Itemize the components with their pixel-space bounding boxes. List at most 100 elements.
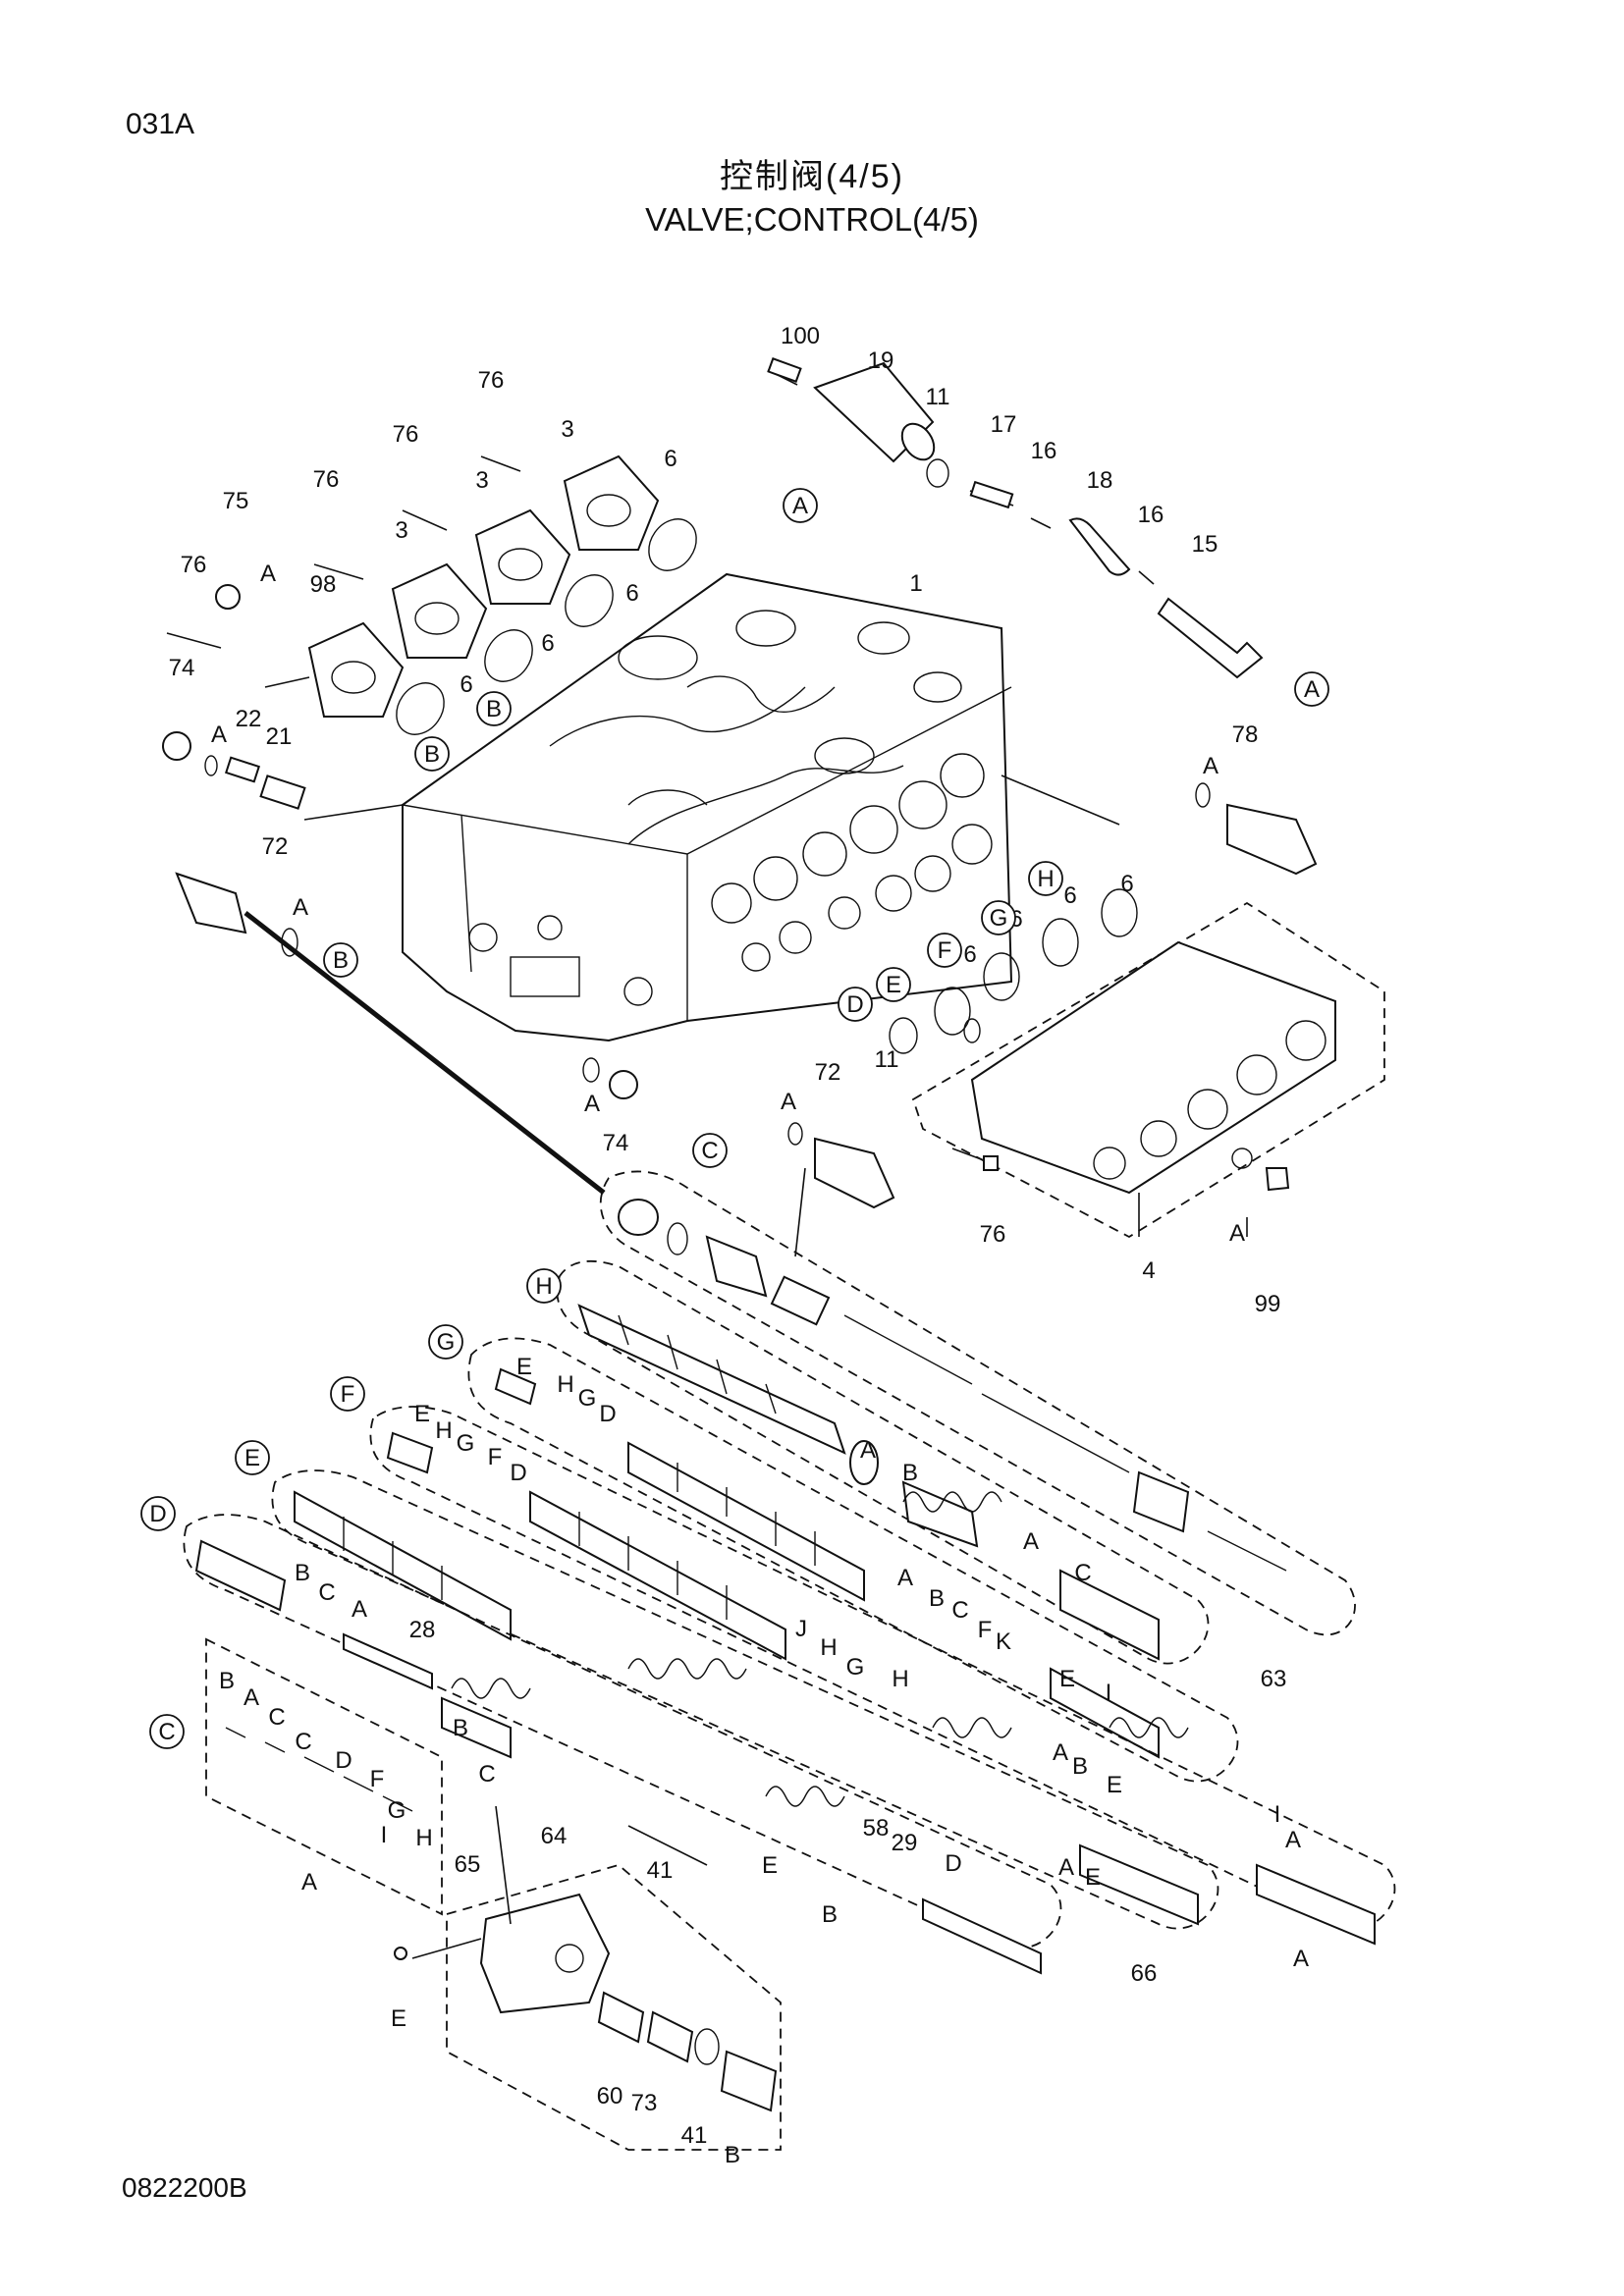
part-label: B [902,1460,918,1486]
part-label: H [435,1417,452,1444]
part-label: D [335,1747,352,1774]
part-label: F [978,1617,993,1643]
part-label: 66 [1131,1960,1158,1987]
reference-callout: F [927,933,962,968]
part-label: A [1023,1528,1039,1555]
reference-callout: B [323,942,358,978]
spool-group-G [467,1337,1239,1783]
part-label: 11 [875,1046,899,1073]
part-label: 63 [1261,1666,1287,1692]
part-label: 18 [1087,467,1113,494]
callout-letter: G [990,905,1008,932]
lower-assembly-60 [394,1805,782,2151]
part-label: A [301,1869,317,1896]
part-label: I [1106,1680,1112,1706]
part-label: 1 [909,570,922,597]
part-label: 4 [1142,1257,1155,1284]
reference-callout: D [140,1496,176,1531]
part-label: 72 [262,833,289,860]
callout-letter: A [792,493,808,519]
part-label: H [415,1825,432,1851]
part-label: 6 [963,941,976,968]
reference-callout: B [476,691,512,726]
part-label: 75 [223,488,249,514]
callout-letter: H [1037,866,1054,892]
part-label: K [996,1629,1011,1655]
part-label: A [1058,1854,1074,1881]
part-label: E [1085,1864,1101,1891]
reference-callout: G [981,900,1016,935]
part-label: E [414,1401,430,1427]
part-label: 64 [541,1823,568,1849]
port-covers [166,454,697,735]
part-label: C [318,1579,335,1606]
spool-group-F [369,1406,1396,1946]
part-label: B [929,1585,945,1612]
page-title: VALVE;CONTROL(4/5) [645,201,979,238]
spool-group-E [271,1469,1219,1930]
part-label: 6 [1120,871,1133,897]
part-label: A [1229,1220,1245,1247]
reference-callout: C [692,1133,728,1168]
part-label: I [1274,1801,1281,1828]
part-label: 58 [863,1815,890,1842]
callout-letter: F [938,937,952,964]
part-label: 76 [181,552,207,578]
part-label: C [478,1761,495,1788]
part-label: 41 [647,1857,674,1884]
part-label: A [1203,753,1218,779]
part-label: G [846,1654,865,1681]
part-label: C [951,1597,968,1624]
part-label: 22 [236,706,262,732]
part-label: A [781,1089,796,1115]
part-label: 21 [266,723,293,750]
callout-letter: E [244,1445,260,1471]
part-label: E [391,2005,406,2032]
part-label: B [453,1715,468,1741]
part-label: 76 [980,1221,1006,1248]
part-label: B [1072,1753,1088,1780]
part-label: 3 [475,467,488,494]
part-label: 74 [603,1130,629,1156]
cover-block-4 [911,901,1385,1239]
part-label: 72 [815,1059,841,1086]
part-label: D [510,1460,526,1486]
part-label: 76 [313,466,340,493]
part-label: 6 [664,446,677,472]
reference-callout: A [783,488,818,523]
part-label: 3 [561,416,573,443]
right-seals [889,888,1138,1054]
part-label: 74 [169,655,195,681]
part-label: 6 [460,671,472,698]
part-label: C [1074,1560,1091,1586]
page-code: 031A [126,108,195,140]
part-label: A [293,894,308,921]
part-label: G [388,1797,406,1824]
part-label: D [599,1401,616,1427]
part-label: 6 [1063,882,1076,909]
part-label: B [219,1668,235,1694]
part-label: 15 [1192,531,1218,558]
part-label: 76 [478,367,505,394]
part-label: H [557,1371,573,1398]
top-relief-assembly [767,357,1264,679]
part-label: 60 [597,2083,623,2109]
part-label: A [244,1684,259,1711]
part-label: A [897,1565,913,1591]
part-label: 100 [781,323,820,349]
part-label: E [1107,1772,1122,1798]
spool-group-D [183,1514,1062,1975]
callout-letter: D [149,1501,166,1527]
spool-group-big [599,1170,1356,1636]
part-label: 41 [681,2122,708,2149]
part-label: B [725,2142,740,2168]
part-label: G [578,1385,597,1412]
part-label: 6 [625,580,638,607]
part-label: 99 [1255,1291,1281,1317]
springs [451,1491,1189,1807]
part-label: 29 [892,1830,918,1856]
part-label: C [295,1729,311,1755]
part-label: 73 [631,2090,658,2116]
callout-letter: G [437,1329,456,1356]
spool-group-H [556,1259,1210,1665]
